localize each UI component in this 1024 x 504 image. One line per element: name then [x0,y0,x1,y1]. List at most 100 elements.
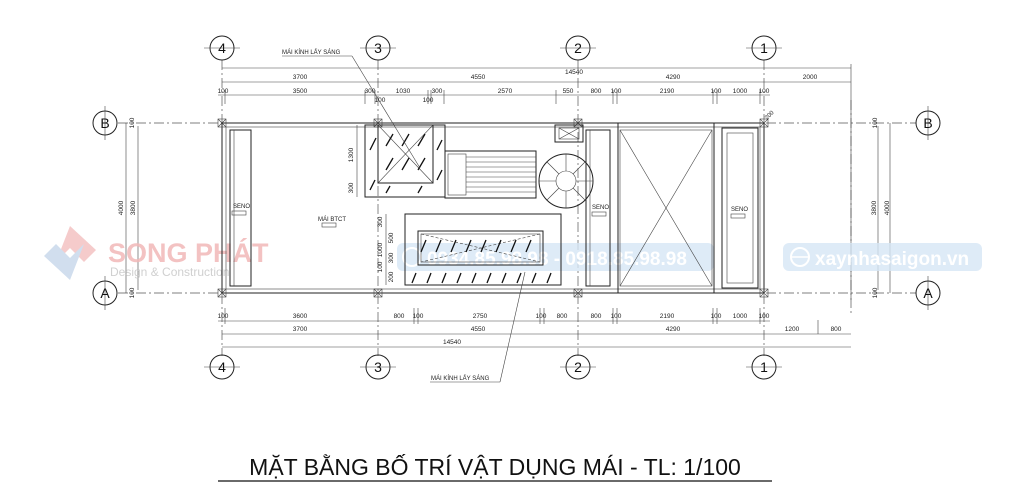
watermark-logo: SONG PHÁT Design & Construction [44,226,269,280]
svg-text:100: 100 [536,313,547,320]
svg-text:1: 1 [760,359,768,375]
svg-text:14540: 14540 [443,339,461,346]
svg-text:100: 100 [611,313,622,320]
skylight-top: 1300 300 [348,124,446,198]
svg-text:3700: 3700 [293,326,308,333]
svg-text:500: 500 [388,232,395,243]
svg-text:100: 100 [872,287,879,298]
svg-text:300: 300 [432,88,443,95]
svg-text:SENO: SENO [592,205,609,211]
svg-text:100: 100 [218,88,229,95]
svg-text:2750: 2750 [473,313,488,320]
svg-text:2000: 2000 [803,74,818,81]
svg-text:MÁI BTCT: MÁI BTCT [318,216,346,223]
svg-text:MÁI KÍNH LẤY SÁNG: MÁI KÍNH LẤY SÁNG [282,49,341,56]
spiral-stair [538,153,594,209]
watermark-website-badge: xaynhasaigon.vn [783,243,982,271]
svg-text:1030: 1030 [396,88,411,95]
svg-text:0934.85.98.98 - 0918.85.98.98: 0934.85.98.98 - 0918.85.98.98 [427,249,687,270]
svg-text:4290: 4290 [666,326,681,333]
svg-text:3: 3 [374,40,382,56]
stair [444,150,537,199]
top-dimensions: 14540 3700 4550 4290 2000 100 3500 300 1… [218,64,852,300]
svg-text:800: 800 [394,313,405,320]
svg-text:100: 100 [129,117,136,128]
svg-text:3800: 3800 [130,200,137,215]
svg-text:100: 100 [377,261,384,272]
svg-text:100: 100 [375,97,386,104]
svg-text:2: 2 [574,359,582,375]
drawing-title: MẶT BẰNG BỐ TRÍ VẬT DỤNG MÁI - TL: 1/100 [218,453,772,482]
svg-text:100: 100 [218,313,229,320]
grid-bubble-a-right: A [915,276,941,310]
svg-text:B: B [100,115,109,131]
svg-text:800: 800 [831,326,842,333]
svg-text:100: 100 [759,313,770,320]
svg-text:4000: 4000 [118,200,125,215]
grid-bubble-1-top: 1 [746,35,782,61]
svg-text:4: 4 [218,40,226,56]
svg-text:2190: 2190 [660,88,675,95]
svg-text:800: 800 [557,313,568,320]
svg-text:SENO: SENO [731,207,748,213]
svg-text:1000: 1000 [733,88,748,95]
bottom-dimensions: 100 3600 800 100 2750 100 800 800 100 21… [218,308,851,348]
svg-text:300: 300 [388,252,395,263]
grid-bubble-2-top: 2 [560,35,596,61]
grid-bubble-2-bottom: 2 [560,354,596,380]
watermark-phone-badge: 0934.85.98.98 - 0918.85.98.98 [397,243,714,271]
grid-bubble-4-top: 4 [204,35,240,61]
svg-text:100: 100 [129,287,136,298]
svg-text:3700: 3700 [293,74,308,81]
roof-slab-label: MÁI BTCT [318,216,346,228]
svg-text:100: 100 [611,88,622,95]
svg-text:4000: 4000 [884,200,891,215]
svg-text:Design & Construction: Design & Construction [110,265,229,279]
svg-text:3500: 3500 [293,88,308,95]
skylight-bottom-label: MÁI KÍNH LẤY SÁNG [430,271,526,383]
svg-text:1300: 1300 [348,147,355,162]
svg-text:100: 100 [711,88,722,95]
svg-text:xaynhasaigon.vn: xaynhasaigon.vn [815,249,969,270]
svg-text:4290: 4290 [666,74,681,81]
grid-bubble-4-bottom: 4 [204,354,240,380]
svg-text:3600: 3600 [293,313,308,320]
skylight-bottom: 300 500 1000 300 100 200 [377,213,562,286]
building-outline: 200 [217,110,776,298]
svg-text:1: 1 [760,40,768,56]
svg-text:800: 800 [591,313,602,320]
svg-text:800: 800 [591,88,602,95]
open-void [617,122,715,294]
grid-bubble-b-right: B [915,106,941,140]
grid-bubble-3-bottom: 3 [360,354,396,380]
svg-text:3: 3 [374,359,382,375]
grid-bubble-b-left: B [92,106,118,140]
svg-text:A: A [100,285,110,301]
grid-bubble-3-top: 3 [360,35,396,61]
small-box [554,124,584,143]
svg-text:A: A [923,285,933,301]
svg-text:100: 100 [711,313,722,320]
svg-text:1000: 1000 [733,313,748,320]
svg-text:100: 100 [423,97,434,104]
grid-bubble-1-bottom: 1 [746,354,782,380]
svg-text:MẶT BẰNG BỐ TRÍ VẬT DỤNG MÁI -: MẶT BẰNG BỐ TRÍ VẬT DỤNG MÁI - TL: 1/100 [249,453,741,480]
svg-text:B: B [923,115,932,131]
svg-text:4: 4 [218,359,226,375]
gutter-middle: SENO [585,129,611,287]
gutter-left: SENO [229,129,252,287]
svg-text:2570: 2570 [498,88,513,95]
svg-text:100: 100 [872,117,879,128]
svg-text:200: 200 [388,271,395,282]
svg-text:300: 300 [365,88,376,95]
svg-text:100: 100 [413,313,424,320]
svg-text:MÁI KÍNH LẤY SÁNG: MÁI KÍNH LẤY SÁNG [431,375,490,382]
gutter-right: SENO [721,127,759,289]
svg-text:2: 2 [574,40,582,56]
svg-text:3800: 3800 [871,200,878,215]
svg-text:14540: 14540 [565,69,583,76]
svg-text:1200: 1200 [785,326,800,333]
svg-text:200: 200 [764,110,776,122]
skylight-top-label: MÁI KÍNH LẤY SÁNG [282,49,421,169]
